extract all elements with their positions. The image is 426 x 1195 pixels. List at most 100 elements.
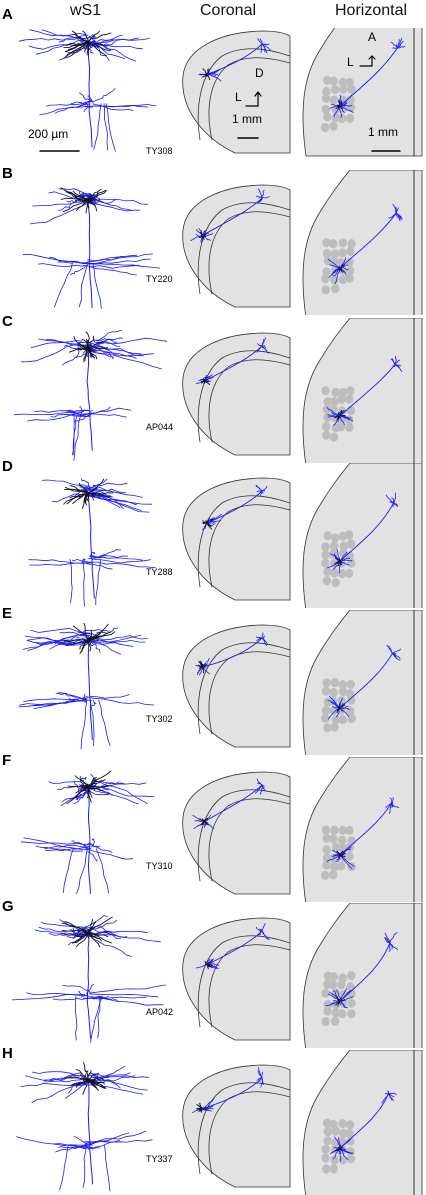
axon-branch-upper — [98, 933, 161, 942]
barrel — [323, 723, 331, 732]
horizontal-section — [303, 610, 422, 755]
barrel — [330, 397, 338, 406]
horizontal-section — [303, 463, 422, 608]
horizontal-outline — [303, 1050, 422, 1195]
dendrite-branch — [88, 1080, 106, 1088]
horizontal-outline — [303, 463, 422, 608]
axon-descending — [94, 104, 101, 150]
axon-branch-lower — [79, 991, 85, 997]
barrel — [329, 870, 337, 879]
barrel — [330, 826, 338, 835]
barrel — [337, 980, 345, 989]
neuron-morphology — [19, 623, 154, 749]
barrel — [322, 422, 330, 431]
axon-branch-upper — [49, 780, 84, 783]
coronal-dendrite — [197, 1108, 202, 1109]
barrel — [322, 550, 330, 559]
barrel — [321, 871, 329, 880]
axon-branch-lower — [38, 264, 87, 267]
barrel — [322, 285, 330, 294]
barrel — [347, 680, 355, 689]
header-wS1: wS1 — [70, 2, 101, 20]
barrel — [329, 239, 337, 248]
axon-descending — [106, 104, 115, 152]
brain-outline — [183, 918, 290, 1040]
axon-descending — [96, 849, 108, 893]
barrel — [331, 533, 339, 542]
horizontal-section — [303, 170, 422, 315]
horizontal-section — [303, 903, 422, 1048]
barrel — [331, 678, 339, 687]
barrel — [330, 77, 338, 86]
axon-descending — [63, 849, 73, 893]
barrel — [324, 1127, 332, 1136]
axon-descending — [98, 996, 100, 1038]
axon-descending — [105, 1145, 110, 1191]
row-figure — [0, 903, 426, 1048]
barrel — [321, 1145, 329, 1154]
horizontal-lateral-label: L — [347, 55, 354, 69]
barrel — [345, 852, 353, 861]
horizontal-dendrite — [336, 855, 340, 856]
barrel — [339, 238, 347, 247]
axon-descending — [84, 560, 85, 607]
axon-branch-lower — [93, 104, 133, 111]
barrel — [346, 247, 354, 256]
coronal-section — [183, 333, 290, 455]
barrel — [338, 248, 346, 257]
coronal-scale-label: 1 mm — [232, 112, 262, 126]
barrel — [337, 861, 345, 870]
barrel — [322, 431, 330, 440]
axon-descending — [83, 1145, 86, 1188]
axon-branch-lower — [72, 559, 90, 562]
horizontal-outline — [303, 757, 422, 902]
barrel — [345, 395, 353, 404]
axon-descending — [76, 996, 78, 1040]
barrel — [323, 845, 331, 854]
axon-branch-upper — [21, 343, 81, 362]
barrel — [323, 413, 331, 422]
barrel — [324, 531, 332, 540]
barrel — [321, 1154, 329, 1163]
axon-branch-lower — [92, 700, 95, 706]
axon-branch-lower — [90, 985, 166, 993]
axon-branch-upper — [90, 936, 132, 957]
barrel — [330, 1164, 338, 1173]
axon-trunk — [88, 638, 92, 740]
axon-descending — [77, 849, 88, 894]
barrel — [330, 972, 338, 981]
barrel — [339, 85, 347, 94]
coronal-section — [183, 185, 290, 307]
neuron-morphology — [17, 1063, 153, 1191]
barrel — [347, 862, 355, 871]
horizontal-dendrite — [340, 703, 341, 708]
barrel — [347, 539, 355, 548]
axon-descending — [99, 700, 111, 746]
dendrite-branch — [88, 917, 112, 933]
header-coronal: Coronal — [200, 2, 256, 20]
barrel — [339, 715, 347, 724]
barrel — [330, 95, 338, 104]
barrel — [321, 558, 329, 567]
barrel — [322, 861, 330, 870]
horizontal-outline — [303, 318, 422, 463]
barrel — [322, 1017, 330, 1026]
barrel — [348, 714, 356, 723]
axon-descending — [96, 560, 101, 605]
axon-descending — [93, 263, 102, 308]
axon-branch-upper — [42, 30, 96, 39]
barrel — [332, 1126, 340, 1135]
horizontal-section — [303, 757, 422, 902]
axon-descending — [60, 1145, 69, 1190]
barrel — [332, 578, 340, 587]
barrel — [330, 688, 338, 697]
axon-branch-lower — [63, 985, 90, 992]
barrel — [347, 558, 355, 567]
axon-trunk — [87, 346, 92, 450]
